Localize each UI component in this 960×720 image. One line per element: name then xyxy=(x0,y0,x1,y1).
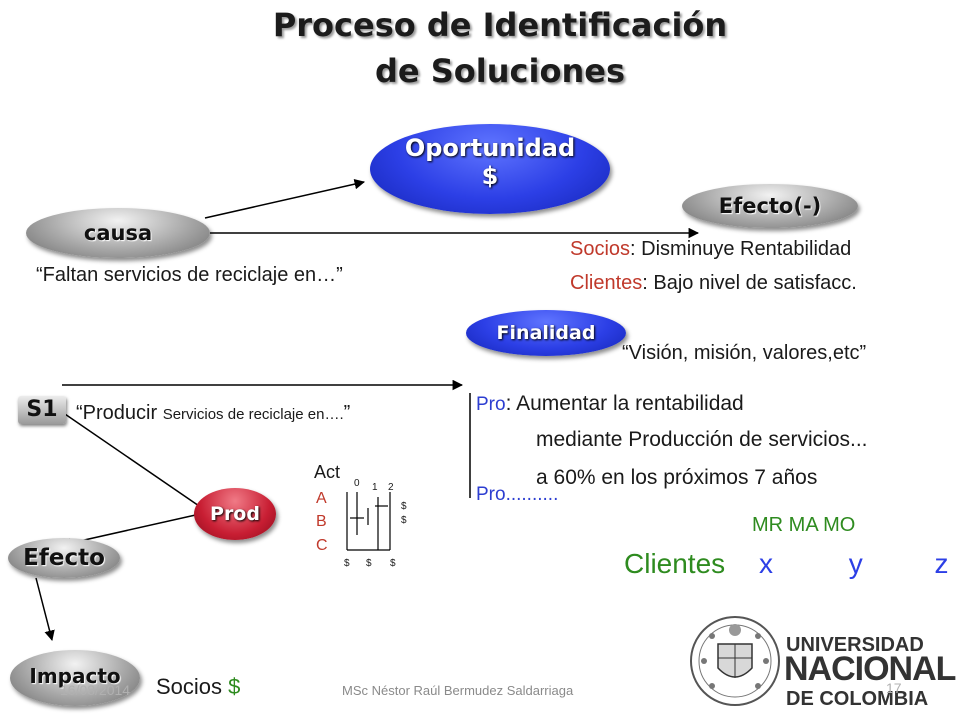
socios-bottom: Socios $ xyxy=(156,674,241,699)
pro-objective-line1: Pro: Aumentar la rentabilidad xyxy=(476,392,744,415)
vision-quote: “Visión, misión, valores,etc” xyxy=(622,342,867,364)
efecto-node[interactable]: Efecto xyxy=(8,538,120,578)
gantt-bars xyxy=(346,492,391,551)
footer-page-number: 17 xyxy=(886,680,902,696)
pro-objective-line2: mediante Producción de servicios... xyxy=(536,428,868,451)
logo-line1: UNIVERSIDAD xyxy=(786,634,924,656)
producir-quote: “Producir Servicios de reciclaje en….” xyxy=(76,402,351,424)
gantt-header: Act xyxy=(314,462,341,482)
gantt-dollar: $ xyxy=(366,558,372,569)
gantt-dollar: $ xyxy=(390,558,396,569)
clientes-effect: Clientes: Bajo nivel de satisfacc. xyxy=(570,272,857,294)
arrow-efecto-impacto xyxy=(35,577,55,642)
prod-node[interactable]: Prod xyxy=(194,488,276,540)
gantt-period: 0 xyxy=(354,478,360,489)
s1-node[interactable]: S1 xyxy=(18,396,66,424)
socios-effect: Socios: Disminuye Rentabilidad xyxy=(570,238,852,260)
arrow-causa-oportunidad xyxy=(204,178,366,219)
causa-node[interactable]: causa xyxy=(26,208,210,258)
seal-icon xyxy=(690,616,780,706)
mr-ma-mo: MR MA MO xyxy=(752,514,856,536)
clientes-xyz: Clientes x y z xyxy=(624,548,949,579)
gantt-activity: B xyxy=(316,513,327,530)
oportunidad-node[interactable]: Oportunidad $ xyxy=(370,124,610,214)
gantt-period: 2 xyxy=(388,482,394,493)
footer-date: 16/08/2014 xyxy=(60,682,131,698)
impacto-node[interactable]: Impacto xyxy=(10,650,140,706)
finalidad-node[interactable]: Finalidad xyxy=(466,310,626,356)
causa-quote: “Faltan servicios de reciclaje en…” xyxy=(36,264,343,286)
gantt-period: 1 xyxy=(372,482,378,493)
page-title: Proceso de Identificación de Soluciones xyxy=(272,6,728,90)
logo-line2: NACIONAL xyxy=(784,650,956,688)
gantt-dollar: $ xyxy=(344,558,350,569)
pro-objective-line3: a 60% en los próximos 7 años xyxy=(536,466,818,489)
gantt-activity: A xyxy=(316,490,327,507)
line-s1-prod xyxy=(61,411,203,509)
gantt-dollar: $ xyxy=(401,501,407,512)
pro-second: Pro.......... xyxy=(476,484,559,505)
logo-line3: DE COLOMBIA xyxy=(786,688,929,710)
efecto-negativo-node[interactable]: Efecto(-) xyxy=(682,184,858,228)
gantt-activity: C xyxy=(316,537,328,554)
footer-author: MSc Néstor Raúl Bermudez Saldarriaga xyxy=(342,683,574,698)
gantt-dollar: $ xyxy=(401,515,407,526)
university-seal xyxy=(688,606,782,716)
